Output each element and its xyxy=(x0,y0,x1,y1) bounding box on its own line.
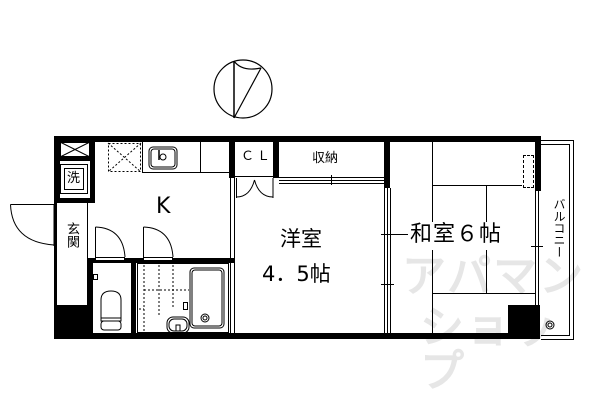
balcony-label: バルコニー xyxy=(552,198,566,258)
tatami-line-h1 xyxy=(432,185,522,186)
wall-washer-bottom xyxy=(54,198,95,203)
wall-toilet-left xyxy=(88,258,93,335)
toilet-door-opening xyxy=(95,257,125,261)
storage-sliding-door-1 xyxy=(279,177,385,178)
wall-pipe-divider xyxy=(54,156,94,161)
toilet-door-swing-icon xyxy=(95,226,126,258)
sliding-tick-2 xyxy=(381,284,394,285)
washer-label: 洗 xyxy=(67,171,81,186)
bath-floor-grid-icon xyxy=(139,265,189,331)
wall-kitchen-western-thin2 xyxy=(234,178,235,335)
sliding-tick-1 xyxy=(381,234,394,235)
washer-box: 洗 xyxy=(60,164,88,194)
front-door-swing-icon xyxy=(10,204,55,246)
sliding-wall-3 xyxy=(390,188,391,335)
japanese-room-label: 和室６帖 xyxy=(410,222,503,247)
air-conditioner-icon xyxy=(523,155,534,188)
wall-right-top xyxy=(535,136,541,191)
bath-faucet-icon xyxy=(183,302,188,310)
western-room-label-line2: 4．5帖 xyxy=(262,262,331,286)
compass-north-arrow-icon xyxy=(213,59,273,119)
sliding-wall-2 xyxy=(387,188,388,335)
bath-door-opening xyxy=(143,257,173,261)
bathtub-icon xyxy=(189,267,225,329)
counter-divider xyxy=(200,142,201,173)
wall-kitchen-western-thin xyxy=(230,178,231,335)
bath-door-swing-icon xyxy=(143,226,174,258)
refrigerator-space-icon xyxy=(107,142,142,173)
wall-left-mid xyxy=(54,200,57,305)
wall-storage-japanese xyxy=(384,136,390,188)
window-line-2 xyxy=(538,191,539,305)
entrance-label: 玄関 xyxy=(64,222,79,248)
toilet-icon xyxy=(100,290,122,331)
entrance-area xyxy=(57,203,88,305)
wall-kitchen-cl xyxy=(229,136,235,178)
japanese-room-label-bg xyxy=(408,222,520,250)
wall-right-bottom xyxy=(508,305,540,339)
storage-label: 収納 xyxy=(312,151,339,166)
entrance-black-block xyxy=(54,305,90,335)
tatami-line-stub xyxy=(390,234,410,235)
drain-icon xyxy=(545,320,555,330)
storage-sliding-door-3 xyxy=(279,183,385,184)
wall-top xyxy=(54,136,540,142)
toilet-paper-holder-icon xyxy=(93,274,98,280)
window-tick xyxy=(531,246,543,247)
pipe-shaft-x-icon xyxy=(59,141,91,158)
wall-bottom xyxy=(54,333,540,339)
sliding-wall-1 xyxy=(384,188,385,335)
western-room-label-line1: 洋室 xyxy=(280,227,322,251)
wall-left-top xyxy=(54,136,60,201)
wash-basin-icon xyxy=(166,316,190,334)
kitchen-label: K xyxy=(156,194,171,219)
storage-door-tick xyxy=(331,175,332,185)
window-line-1 xyxy=(535,191,536,305)
tatami-line-h2 xyxy=(432,293,535,294)
balcony xyxy=(541,140,574,340)
closet-bottom-line xyxy=(235,176,275,177)
wall-toilet-bath xyxy=(131,258,136,335)
closet-label: ＣＬ xyxy=(241,149,274,164)
storage-sliding-door-2 xyxy=(279,180,385,181)
wall-cl-storage xyxy=(273,136,279,178)
wall-washer-right xyxy=(90,136,95,202)
kitchen-sink-icon xyxy=(148,146,178,170)
closet-door-swing-icon xyxy=(236,178,274,198)
